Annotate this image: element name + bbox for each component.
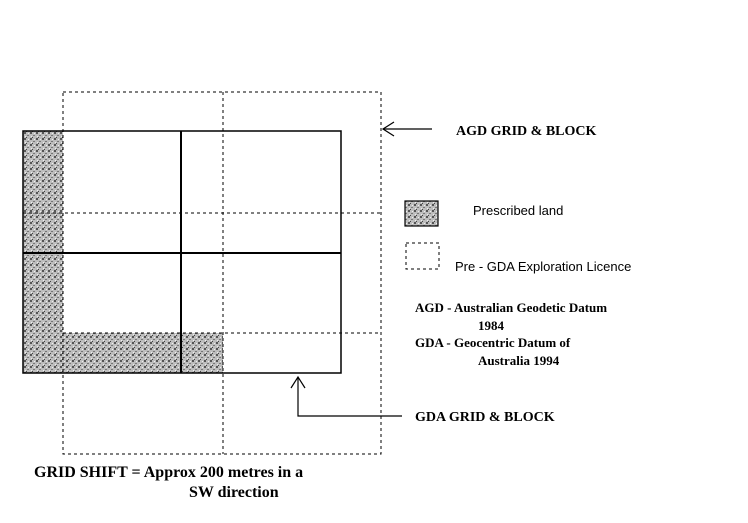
- gda-block-outline: [62, 91, 382, 455]
- agd-grid-label: AGD GRID & BLOCK: [456, 124, 597, 139]
- gda-note-line2: Australia 1994: [478, 353, 560, 368]
- legend: Prescribed land Pre - GDA Exploration Li…: [404, 200, 631, 274]
- legend-prescribed-label: Prescribed land: [473, 203, 563, 218]
- grid-shift-line1: GRID SHIFT = Approx 200 metres in a: [34, 464, 303, 481]
- agd-note-line1: AGD - Australian Geodetic Datum: [415, 300, 607, 315]
- legend-licence-label: Pre - GDA Exploration Licence: [455, 259, 631, 274]
- gda-grid-block: [23, 91, 382, 455]
- legend-prescribed-swatch: [404, 200, 439, 227]
- gda-grid-label: GDA GRID & BLOCK: [415, 410, 555, 425]
- agd-arrow: [381, 121, 432, 137]
- prescribed-land-bottom-strip: [63, 333, 223, 373]
- gda-note-line1: GDA - Geocentric Datum of: [415, 335, 571, 350]
- legend-licence-swatch: [405, 242, 440, 270]
- gda-arrow: [290, 375, 402, 417]
- agd-note-line2: 1984: [478, 318, 505, 333]
- agd-grid-block: [22, 130, 342, 374]
- grid-shift-line2: SW direction: [189, 484, 279, 501]
- grid-shift-caption: GRID SHIFT = Approx 200 metres in a SW d…: [34, 464, 303, 501]
- datum-notes: AGD - Australian Geodetic Datum 1984 GDA…: [415, 300, 607, 368]
